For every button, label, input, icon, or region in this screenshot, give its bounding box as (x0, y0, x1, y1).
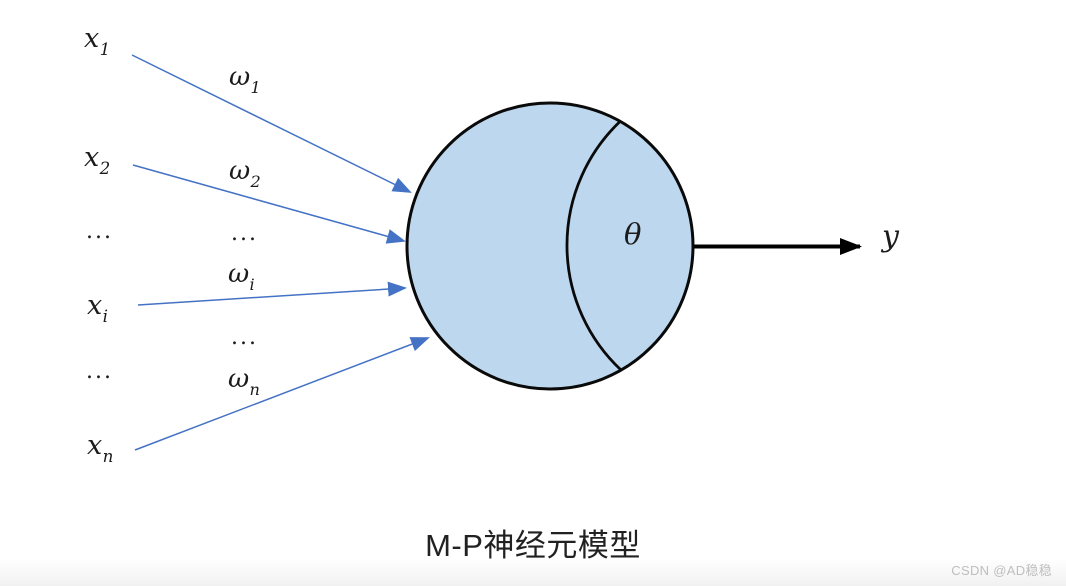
input-label-x1: x1 (84, 23, 110, 58)
input-arrow-4 (134, 337, 430, 451)
input-arrow-2 (132, 164, 406, 244)
input-label-xn-sub: n (102, 446, 114, 467)
weight-label-w2-sub: 2 (250, 172, 261, 192)
weight-label-wi-base: ω (228, 259, 250, 289)
weight-label-wn-base: ω (228, 364, 250, 394)
input-label-x1-sub: 1 (99, 39, 111, 60)
ellipsis-inputs-1: ... (86, 219, 113, 244)
neuron-body (405, 101, 695, 391)
ellipsis-inputs-2: ... (86, 359, 113, 384)
input-label-xi: xi (87, 290, 108, 325)
threshold-label: θ (624, 217, 642, 251)
weight-label-w1-sub: 1 (250, 78, 261, 98)
weight-label-w2-base: ω (229, 156, 251, 186)
threshold-divider-arc (565, 120, 622, 372)
weight-label-w2: ω2 (229, 156, 261, 190)
input-label-xi-base: x (87, 290, 103, 321)
weight-label-wi: ωi (228, 259, 255, 293)
weight-label-w1-base: ω (229, 62, 251, 92)
ellipsis-weights-2: ... (231, 325, 258, 350)
output-label: y (882, 219, 899, 254)
weight-label-wn: ωn (228, 364, 260, 398)
input-label-x2-base: x (84, 142, 100, 173)
weight-label-w1: ω1 (229, 62, 261, 96)
ellipsis-weights-1: ... (231, 221, 258, 246)
input-label-x2: x2 (84, 142, 110, 177)
weight-label-wn-sub: n (249, 380, 260, 400)
watermark: CSDN @AD稳稳 (951, 563, 1052, 578)
input-label-x1-base: x (84, 23, 100, 54)
input-label-x2-sub: 2 (99, 158, 111, 179)
input-label-xn-base: x (87, 430, 103, 461)
input-arrow-3 (137, 281, 407, 306)
input-label-xn: xn (87, 430, 113, 465)
diagram-caption: M-P神经元模型 (425, 528, 641, 563)
weight-label-wi-sub: i (249, 275, 255, 295)
input-label-xi-sub: i (102, 306, 108, 327)
input-arrow-1 (131, 54, 412, 193)
